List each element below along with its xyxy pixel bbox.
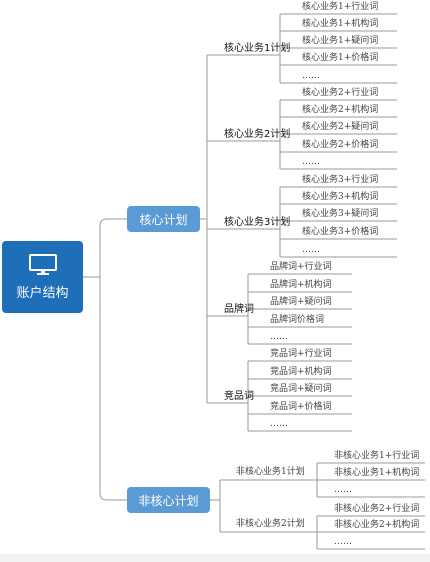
leaf-label: 非核心业务1+机构词 <box>334 468 420 478</box>
leaf-label: 核心业务3+行业词 <box>302 175 379 185</box>
leaf-label: 竞品词+疑问词 <box>270 384 332 394</box>
leaf-label: …… <box>302 71 320 81</box>
leaf-label: 核心业务3+价格词 <box>302 227 379 237</box>
leaf-label: 核心业务2+价格词 <box>302 140 379 150</box>
leaf-label: 非核心业务1+行业词 <box>334 451 420 461</box>
leaf-label: 竞品词+行业词 <box>270 349 332 359</box>
core-group-label: 核心业务1计划 <box>224 43 291 54</box>
leaf-label: 核心业务2+机构词 <box>302 105 379 115</box>
core-group-label: 竞品词 <box>224 391 254 402</box>
core-group-label: 核心业务2计划 <box>224 129 291 140</box>
leaf-label: …… <box>302 245 320 255</box>
leaf-label: 核心业务1+机构词 <box>302 19 379 29</box>
leaf-label: 核心业务3+机构词 <box>302 192 379 202</box>
leaf-label: 品牌词+机构词 <box>270 280 332 290</box>
leaf-label: 核心业务2+行业词 <box>302 88 379 98</box>
leaf-label: 核心业务1+疑问词 <box>302 36 379 46</box>
core-group-label: 核心业务3计划 <box>224 217 291 228</box>
monitor-icon <box>28 253 57 275</box>
leaf-label: 核心业务2+疑问词 <box>302 122 379 132</box>
noncore-group-label: 非核心业务1计划 <box>236 467 305 477</box>
leaf-label: 竞品词+机构词 <box>270 367 332 377</box>
root-node: 账户结构 <box>2 241 83 313</box>
core-plan-node: 核心计划 <box>127 206 200 232</box>
leaf-label: 竞品词+价格词 <box>270 402 332 412</box>
leaf-label: …… <box>270 419 288 429</box>
leaf-label: 品牌词+疑问词 <box>270 297 332 307</box>
leaf-label: 非核心业务2+行业词 <box>334 504 420 514</box>
bottom-bar <box>0 554 430 562</box>
leaf-label: 核心业务1+行业词 <box>302 2 379 12</box>
leaf-label: …… <box>334 537 352 547</box>
leaf-label: 品牌词价格词 <box>270 315 325 325</box>
leaf-label: 品牌词+行业词 <box>270 262 332 272</box>
noncore-group-label: 非核心业务2计划 <box>236 519 305 529</box>
root-label: 账户结构 <box>16 285 69 301</box>
core-group-label: 品牌词 <box>224 304 254 315</box>
leaf-label: 核心业务3+疑问词 <box>302 209 379 219</box>
leaf-label: 非核心业务2+机构词 <box>334 520 420 530</box>
leaf-label: …… <box>302 157 320 167</box>
leaf-label: …… <box>334 485 352 495</box>
leaf-label: 核心业务1+价格词 <box>302 53 379 63</box>
noncore-plan-node: 非核心计划 <box>127 487 210 513</box>
leaf-label: …… <box>270 332 288 342</box>
